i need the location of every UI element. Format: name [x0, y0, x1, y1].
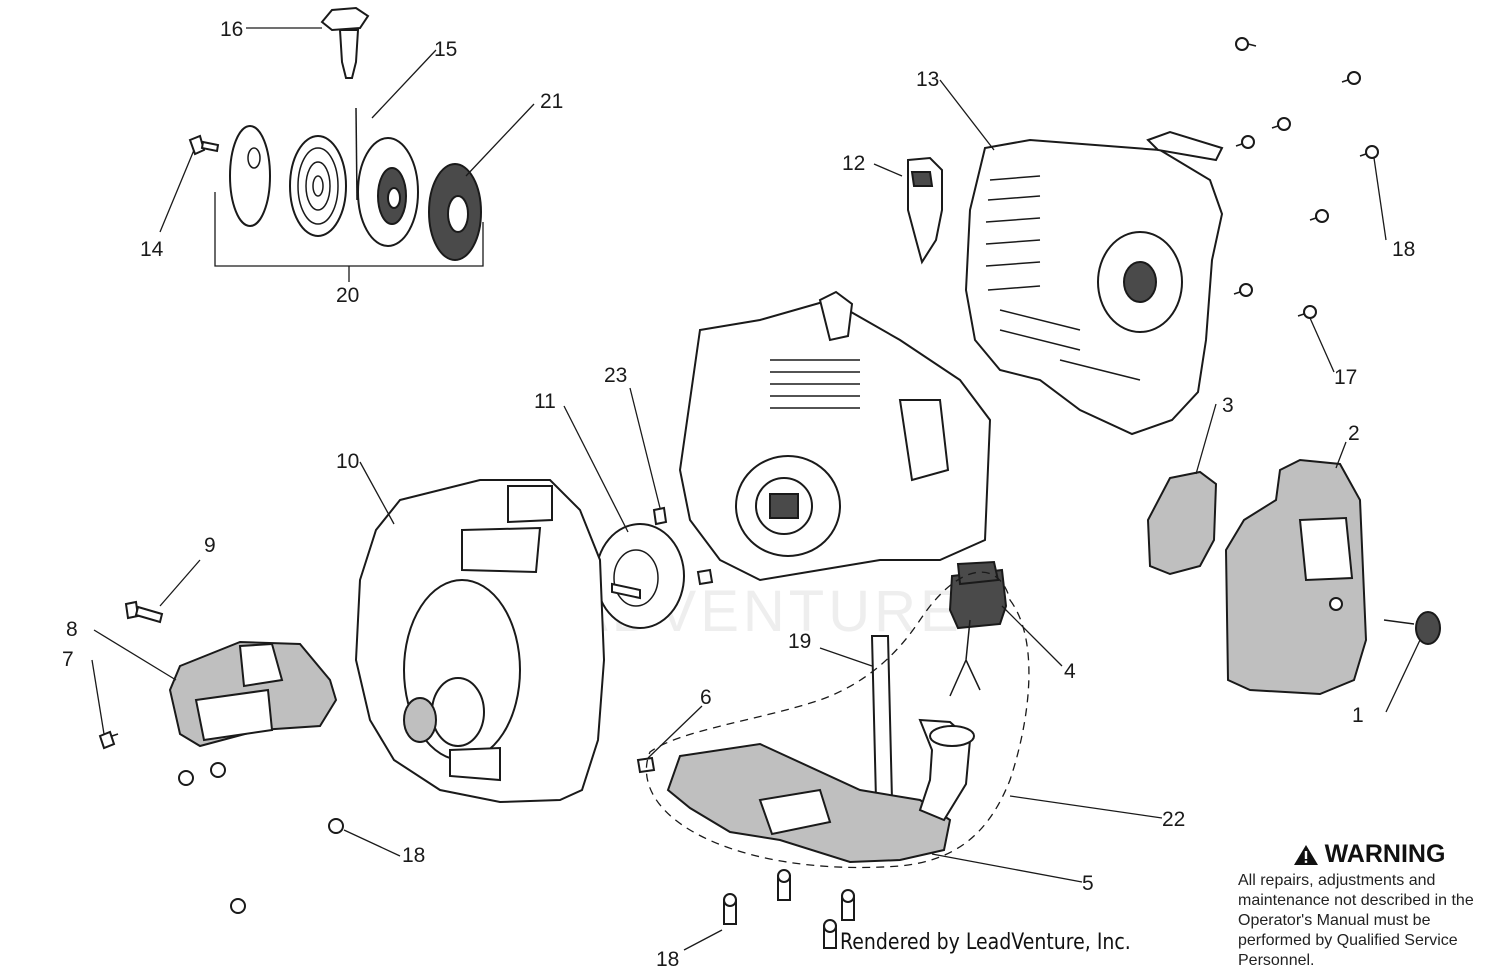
warning-title-text: WARNING	[1324, 840, 1446, 868]
starter-pawl-disc	[428, 163, 482, 261]
callout-3: 3	[1222, 394, 1234, 417]
air-filter	[1146, 470, 1218, 576]
callout-10: 10	[336, 450, 359, 473]
callout-14: 14	[140, 238, 164, 261]
leader-lines	[91, 27, 1421, 951]
warning-triangle-icon	[1293, 844, 1318, 865]
callout-12: 12	[842, 152, 865, 175]
callout-21: 21	[540, 90, 563, 113]
callout-8: 8	[66, 618, 78, 641]
callout-23: 23	[604, 364, 627, 387]
starter-plate	[229, 125, 271, 227]
callout-13: 13	[916, 68, 939, 91]
callout-20: 20	[336, 284, 359, 307]
screw-set-lower-left	[178, 762, 344, 914]
fuel-pickup-tube	[870, 635, 894, 801]
small-screw-11	[696, 568, 714, 586]
callout-11: 11	[534, 390, 556, 413]
starter-handle	[320, 6, 370, 79]
warning-body: All repairs, adjustments and maintenance…	[1238, 872, 1474, 969]
engine-block	[678, 290, 992, 582]
callout-5: 5	[1082, 872, 1094, 895]
callout-16: 16	[220, 18, 243, 41]
callout-labels: 16 15 21 14 20 12 13 18 17 3 2 1 4 22 5 …	[62, 18, 1415, 968]
screw-set-bottom	[723, 869, 855, 949]
cover-plate-8	[168, 640, 338, 748]
callout-19: 19	[788, 630, 811, 653]
fuel-tank	[666, 718, 975, 864]
recoil-spring	[289, 135, 347, 237]
callout-9: 9	[204, 534, 216, 557]
starter-rope	[355, 107, 358, 201]
callout-22: 22	[1162, 808, 1185, 831]
screw-7	[98, 730, 119, 750]
warning-heading: WARNING	[1238, 840, 1500, 869]
air-filter-cover	[1224, 458, 1368, 696]
callout-17: 17	[1334, 366, 1357, 389]
callout-18-left: 18	[402, 844, 425, 867]
callout-18-top-right: 18	[1392, 238, 1415, 261]
starter-pulley	[357, 137, 419, 247]
callout-18-bottom: 18	[656, 948, 679, 968]
assembly-outline-22	[645, 571, 1030, 869]
callout-2: 2	[1348, 422, 1360, 445]
clutch-drum	[595, 523, 685, 629]
engine-shroud	[964, 130, 1224, 436]
callout-6: 6	[700, 686, 712, 709]
render-credit: Rendered by LeadVenture, Inc.	[840, 930, 1131, 955]
callout-4: 4	[1064, 660, 1076, 683]
screw-set-top-right	[1233, 37, 1379, 319]
throttle-trigger	[907, 156, 943, 265]
fan-housing	[354, 479, 606, 804]
callout-7: 7	[62, 648, 74, 671]
small-screw-23	[652, 506, 668, 526]
warning-notice: WARNING All repairs, adjustments and mai…	[1238, 840, 1500, 971]
pin-9	[124, 600, 164, 624]
starter-bolt	[188, 134, 220, 156]
fuel-cap	[948, 560, 1008, 697]
filter-knob	[1383, 611, 1441, 645]
callout-15: 15	[434, 38, 457, 61]
callout-1: 1	[1352, 704, 1364, 727]
